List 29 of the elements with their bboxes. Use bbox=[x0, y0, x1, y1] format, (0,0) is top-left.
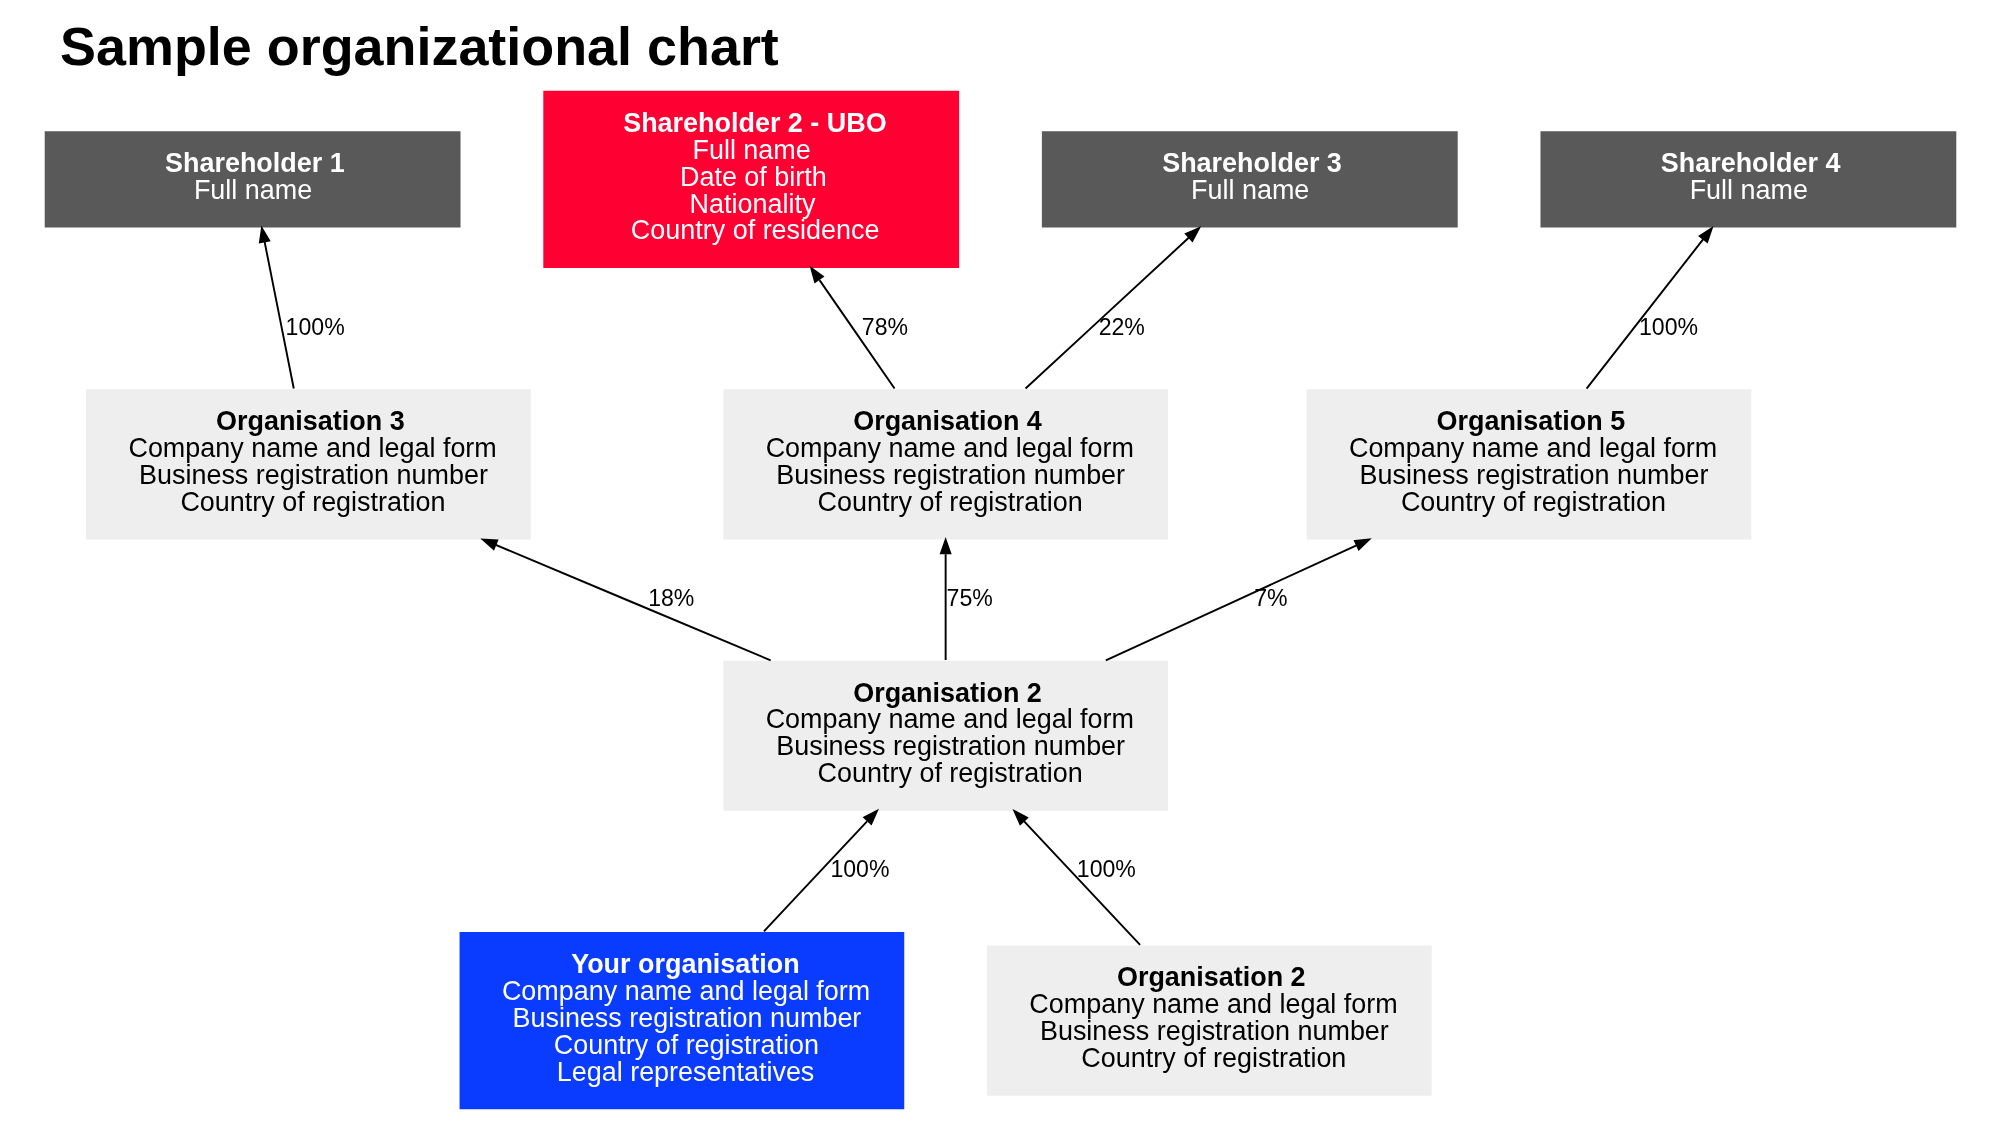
node-box: Organisation 5 Company name and legal form Business registration number Country of registration bbox=[1306, 389, 1751, 540]
edge-label: 78% bbox=[861, 313, 908, 340]
edge-label: 22% bbox=[1098, 313, 1145, 340]
arrow bbox=[1024, 226, 1201, 390]
node-box: Shareholder 4 Full name bbox=[1540, 131, 1956, 228]
node-box: Organisation 3 Company name and legal form Business registration number Country of registration bbox=[85, 389, 531, 540]
node-box: Organisation 2 Company name and legal form Business registration number Country of registration bbox=[722, 660, 1168, 811]
node-box: Shareholder 2 - UBO Full name Date of birth Nationality Country of residence bbox=[542, 90, 959, 268]
arrow bbox=[479, 538, 772, 662]
node-box: Organisation 4 Company name and legal form Business registration number Country of registration bbox=[722, 389, 1168, 540]
node-box: Organisation 2 Company name and legal form Business registration number Country of registration bbox=[986, 945, 1432, 1096]
edge-label: 75% bbox=[946, 585, 993, 612]
arrow bbox=[1104, 538, 1372, 662]
edge-label: 7% bbox=[1253, 585, 1288, 612]
edge-label: 18% bbox=[647, 585, 694, 612]
arrow bbox=[809, 265, 895, 390]
node-box: Your organisation Company name and legal form Business registration number Country of registration Legal representatives bbox=[459, 932, 904, 1110]
edge-label: 100% bbox=[829, 856, 890, 883]
edge-label: 100% bbox=[285, 313, 345, 340]
arrow bbox=[1585, 225, 1714, 390]
edge-label: 100% bbox=[1076, 856, 1136, 883]
arrow bbox=[939, 536, 952, 661]
edge-label: 100% bbox=[1638, 313, 1698, 340]
arrow bbox=[258, 225, 295, 390]
diagram-title: Sample organizational chart bbox=[59, 15, 779, 76]
arrow bbox=[762, 808, 879, 933]
arrow bbox=[1011, 808, 1141, 946]
node-box: Shareholder 3 Full name bbox=[1041, 131, 1458, 228]
node-box: Shareholder 1 Full name bbox=[44, 131, 460, 228]
